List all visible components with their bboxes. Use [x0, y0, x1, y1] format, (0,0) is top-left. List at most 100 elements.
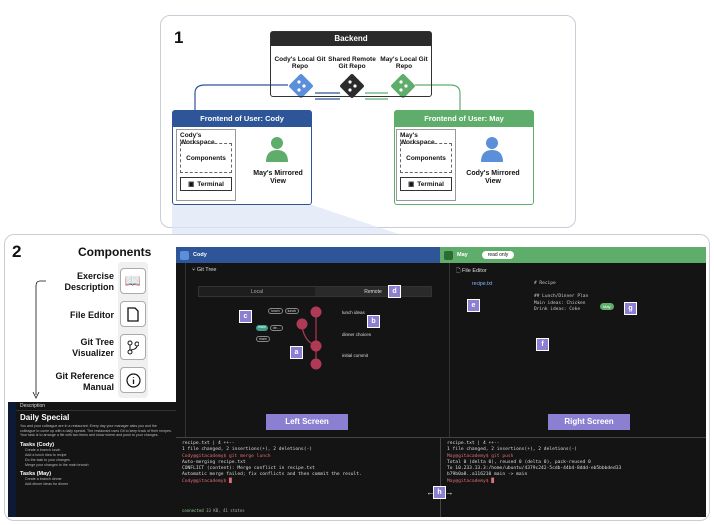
git-reference-label: Git Reference Manual [55, 371, 114, 392]
tag-h: h [433, 486, 446, 499]
backend-box: Backend [270, 31, 432, 97]
info-icon [125, 372, 141, 388]
branch-pill: main [256, 325, 268, 331]
cody-workspace: Cody's Workspace [176, 129, 236, 201]
may-terminal-pane: recipe.txt | 4 ++-- 1 file changed, 2 in… [440, 437, 706, 517]
tasks-cody-list: Create a branch lunch Add a lunch idea t… [20, 448, 172, 468]
cody-mirror-label: May's Mirrored View [253, 170, 303, 185]
components-heading: Components [78, 245, 152, 259]
description-pane: Description Daily Special You and your c… [8, 402, 176, 517]
file-editor-title: 🗋 File Editor [456, 268, 487, 274]
cody-frontend: Frontend of User: Cody [172, 110, 312, 205]
code-line: Drink ideas: Coke [534, 307, 581, 312]
may-terminal: ▣Terminal [400, 177, 452, 191]
shared-repo-label: Shared Remote Git Repo [328, 56, 376, 70]
terminal-line: Cody@gitacademy$ █ [182, 478, 232, 484]
git-tree-title: ⑂ Git Tree [192, 267, 217, 273]
may-frontend: Frontend of User: May [394, 110, 534, 205]
list-item: Add dinner ideas for dinner [25, 481, 69, 486]
tag-g: g [624, 302, 637, 315]
code-line: ## Lunch/Dinner Plan [534, 294, 589, 299]
terminal-line: To 10.233.13.3:/home/ubuntu/4379c242-5cd… [447, 466, 622, 472]
terminal-line: May@gitacademy$ git push [447, 453, 514, 459]
may-mirror-label: Cody's Mirrored View [466, 170, 520, 185]
book-icon: 📖 [124, 273, 142, 288]
leader-arrow [32, 280, 46, 399]
logo-icon [180, 250, 189, 260]
branch-pill: lunch [284, 308, 300, 314]
file-icon: 🗋 [456, 268, 462, 274]
commit-node [296, 318, 308, 330]
branch-pill: lunch [268, 308, 283, 314]
terminal-line: CONFLICT (content): Merge conflict in re… [182, 466, 315, 472]
terminal-icon: ▣ [408, 181, 415, 188]
right-screen: May read only 🗋 File Editor recipe.txt #… [440, 247, 706, 437]
list-item: Do the task to your changes [25, 457, 70, 462]
terminal-line: Cody@gitacademy$ git merge lunch [182, 453, 271, 459]
may-topbar: May read only [440, 247, 706, 263]
terminal-line: b79b0a8..a116210 main -> main [447, 472, 528, 478]
cody-terminal-pane[interactable]: recipe.txt | 4 ++-- 1 file changed, 2 in… [176, 437, 440, 517]
code-editor[interactable]: # Recipe ## Lunch/Dinner Plan Main ideas… [534, 281, 588, 314]
git-graph [296, 306, 322, 370]
git-tree-tabs: Local Remote [198, 286, 432, 297]
terminal-line: 1 file changed, 2 insertions(+), 2 delet… [182, 447, 312, 453]
tasks-may-heading: Tasks (May) [20, 470, 52, 477]
backend-title: Backend [271, 32, 431, 46]
terminal-line: Total 0 (delta 0), reused 0 (delta 0), p… [447, 459, 591, 465]
git-tree-button[interactable] [120, 334, 146, 360]
file-editor-button[interactable] [120, 301, 146, 327]
cody-frontend-title: Frontend of User: Cody [173, 111, 311, 127]
tag-d: d [388, 285, 401, 298]
terminal-line: Auto-merging recipe.txt [182, 459, 246, 465]
left-activity-bar [176, 263, 186, 437]
git-tree-label: Git Tree Visualizer [72, 337, 114, 358]
branch-pills-mid: main de... [256, 325, 283, 331]
tag-a: a [290, 346, 303, 359]
panel-number-2: 2 [12, 242, 22, 261]
right-activity-bar [440, 263, 450, 437]
branch-pill: de... [269, 325, 283, 331]
list-item: Create a branch dinner [25, 476, 62, 481]
commit-label: initial commit [342, 353, 369, 358]
left-screen: Cody ⑂ Git Tree Local Remote lunch lunch… [176, 247, 440, 437]
git-branch-icon [127, 340, 139, 354]
cody-workspace-label: Cody's Workspace [180, 132, 215, 146]
tasks-may-list: Create a branch dinner Add dinner ideas … [20, 477, 172, 487]
branch-pills-top: lunch lunch [268, 308, 300, 314]
description-header: Description [8, 402, 176, 411]
user-icon [266, 137, 288, 162]
list-item: Add a lunch idea to recipe [25, 452, 67, 457]
read-only-badge: read only [481, 251, 515, 259]
status-bar: connected 33 KB, 41 states [182, 507, 245, 513]
tasks-cody-heading: Tasks (Cody) [20, 441, 55, 448]
may-workspace: May's Workspace [396, 129, 456, 201]
exercise-description-label: Exercise Description [64, 271, 114, 292]
terminal-icon: ▣ [188, 181, 195, 188]
description-title: Daily Special [20, 413, 70, 422]
overview-connectors [194, 74, 461, 110]
terminal-line: 1 file changed, 2 insertions(+), 2 delet… [447, 447, 577, 453]
tag-c: c [239, 310, 252, 323]
description-intro: You and your colleague are in a restaura… [20, 424, 172, 437]
commit-node [310, 306, 322, 318]
file-editor-label: File Editor [69, 310, 114, 320]
commit-node [310, 340, 322, 352]
git-reference-button[interactable] [120, 367, 146, 393]
list-item: Create a branch lunch [25, 447, 61, 452]
tab-local[interactable]: Local [251, 289, 263, 295]
terminal-line: Automatic merge failed; fix conflicts an… [182, 472, 362, 478]
cody-topbar: Cody [176, 247, 440, 263]
may-components: Components [400, 143, 452, 173]
commit-label: dinner choices [342, 332, 372, 337]
branch-pill: main [256, 336, 270, 342]
terminal-line: May@gitacademy$ █ [447, 478, 495, 484]
tab-remote[interactable]: Remote [315, 287, 431, 296]
git-branch-icon: ⑂ [192, 267, 197, 273]
file-tab[interactable]: recipe.txt [472, 281, 493, 287]
right-screen-label: Right Screen [548, 414, 630, 430]
left-screen-label: Left Screen [266, 414, 348, 430]
cody-repo-label: Cody's Local Git Repo [274, 56, 326, 70]
exercise-description-button[interactable]: 📖 [120, 268, 146, 294]
may-repo-label: May's Local Git Repo [380, 56, 428, 70]
